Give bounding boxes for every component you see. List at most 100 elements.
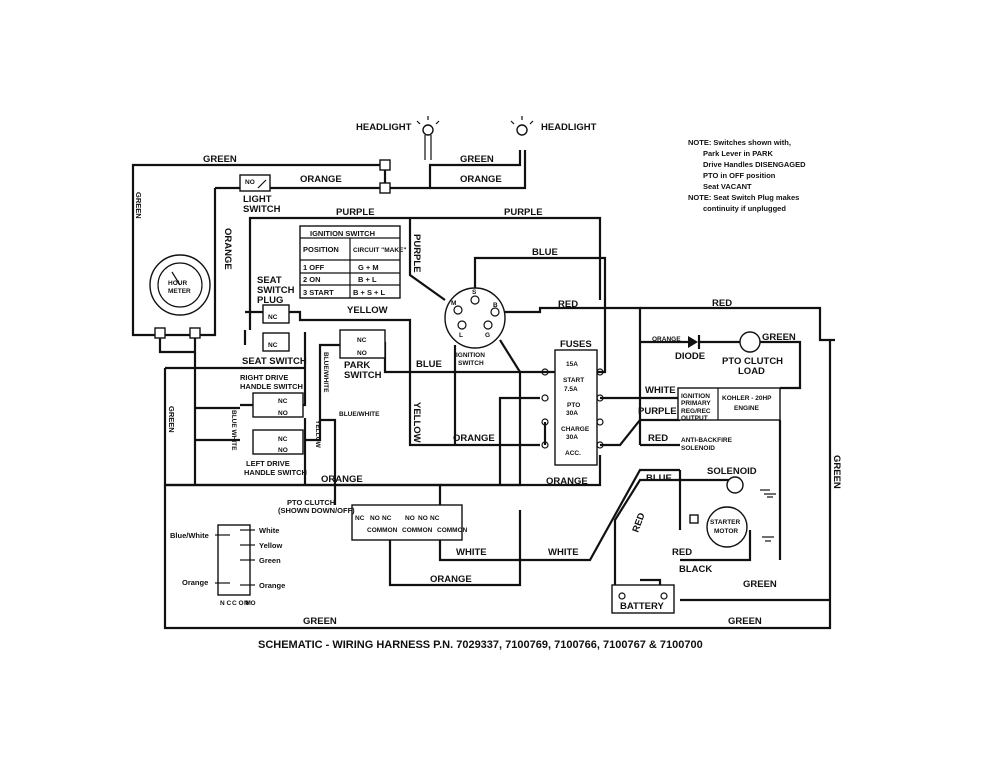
legend-bottom-1: N C xyxy=(220,600,232,607)
headlight-right: HEADLIGHT xyxy=(510,116,597,136)
headlight-left-label: HEADLIGHT xyxy=(356,122,412,133)
ignition-switch: S B L G M IGNITION SWITCH xyxy=(444,287,506,367)
ignition-table: IGNITION SWITCH POSITION CIRCUIT "MAKE" … xyxy=(299,225,406,299)
ign-terminal-g: G xyxy=(485,332,490,339)
wire-label: GREEN xyxy=(831,455,842,489)
wire-label: PURPLE xyxy=(336,207,375,218)
wire-label: PURPLE xyxy=(638,406,677,417)
note-line: continuity if unplugged xyxy=(703,204,786,213)
seat-switch: NC SEAT SWITCH xyxy=(242,332,307,367)
wire-label: GREEN xyxy=(743,579,777,590)
wire-label: ORANGE xyxy=(652,336,681,343)
battery-label: BATTERY xyxy=(620,601,664,612)
wire-label: GREEN xyxy=(303,616,337,627)
ign-terminal-m: M xyxy=(451,300,456,307)
light-switch: NO LIGHT SWITCH xyxy=(239,174,281,215)
hour-meter: HOUR METER xyxy=(149,254,211,339)
park-switch: NC NO PARK SWITCH xyxy=(339,329,386,381)
ignition-switch-label-1: IGNITION xyxy=(456,352,485,359)
park-switch-no: NO xyxy=(357,350,367,357)
legend-yellow: Yellow xyxy=(259,541,283,550)
wire-label: PURPLE xyxy=(504,207,543,218)
wire-label: ORANGE xyxy=(300,174,342,185)
seat-switch-plug-label-1: SEAT xyxy=(257,275,282,286)
legend-white: White xyxy=(259,526,279,535)
pto-contact-1: NC xyxy=(355,515,365,522)
fuse-3-rating: 30A xyxy=(566,410,578,417)
light-switch-label-2: SWITCH xyxy=(243,204,281,215)
park-switch-label-1: PARK xyxy=(344,360,370,371)
note-line: Park Lever in PARK xyxy=(703,149,773,158)
engine-name-1: KOHLER - 20HP xyxy=(722,395,772,402)
wire-label: GREEN xyxy=(134,192,143,219)
note-line: NOTE: Switches shown with, xyxy=(688,138,791,147)
ignition-table-row-1-pos: 1 OFF xyxy=(303,263,325,272)
note-line: Drive Handles DISENGAGED xyxy=(703,160,806,169)
wire-label: ORANGE xyxy=(546,476,588,487)
light-switch-label-1: LIGHT xyxy=(243,194,272,205)
ign-terminal-s: S xyxy=(472,289,477,296)
left-drive-label-1: LEFT DRIVE xyxy=(246,459,290,468)
wire-label: WHITE xyxy=(645,385,676,396)
engine-name-2: ENGINE xyxy=(734,405,760,412)
pto-legend: Blue/White Orange White Yellow Green Ora… xyxy=(170,524,285,607)
fuse-4-name: ACC. xyxy=(565,450,581,457)
right-drive-handle-switch: NC NO RIGHT DRIVE HANDLE SWITCH xyxy=(240,373,304,418)
wire-label: WHITE xyxy=(548,547,579,558)
starter-motor-label-1: STARTER xyxy=(710,519,741,526)
ignition-table-row-3-circuit: B + S + L xyxy=(353,288,386,297)
wire-label: YELLOW xyxy=(347,305,388,316)
pto-clutch-load-label-2: LOAD xyxy=(738,366,765,377)
seat-switch-plug-label-2: SWITCH xyxy=(257,285,295,296)
engine-reg-1: REG/REC xyxy=(681,408,711,415)
pto-contact-4: NO xyxy=(405,515,415,522)
schematic-caption: SCHEMATIC - WIRING HARNESS P.N. 7029337,… xyxy=(258,639,703,651)
seat-switch-plug-nc: NC xyxy=(268,314,278,321)
starter-motor-label-2: MOTOR xyxy=(714,528,738,535)
wire-label: GREEN xyxy=(728,616,762,627)
solenoid: SOLENOID xyxy=(707,466,776,498)
connector-top-2 xyxy=(379,182,391,194)
fuse-block: FUSES 15A START 7.5A PTO 30A CHARGE 30A … xyxy=(541,339,604,466)
pto-common-3: COMMON xyxy=(437,527,468,534)
engine-ign-1: IGNITION xyxy=(681,393,710,400)
wire-label: YELLOW xyxy=(411,402,422,443)
anti-backfire-1: ANTI-BACKFIRE xyxy=(681,437,733,444)
wire-label: ORANGE xyxy=(321,474,363,485)
fuse-4-rating: 30A xyxy=(566,434,578,441)
legend-orange-right: Orange xyxy=(259,581,285,590)
ign-terminal-l: L xyxy=(459,332,463,339)
pto-switch-label-2: (SHOWN DOWN/OFF) xyxy=(278,506,355,515)
pto-common-1: COMMON xyxy=(367,527,398,534)
fuse-1-rating: 15A xyxy=(566,361,578,368)
note-line: NOTE: Seat Switch Plug makes xyxy=(688,193,799,202)
park-switch-label-2: SWITCH xyxy=(344,370,382,381)
anti-backfire-2: SOLENOID xyxy=(681,445,715,452)
wire-label: BLUE/WHITE xyxy=(339,411,380,418)
seat-switch-label: SEAT SWITCH xyxy=(242,356,307,367)
engine-block: IGNITION PRIMARY REG/REC OUTPUT KOHLER -… xyxy=(677,387,781,452)
ignition-table-header-circuit: CIRCUIT "MAKE" xyxy=(353,247,406,254)
left-drive-label-2: HANDLE SWITCH xyxy=(244,468,307,477)
connector-top-1 xyxy=(379,159,391,171)
ignition-switch-label-2: SWITCH xyxy=(458,360,484,367)
wire-label: ORANGE xyxy=(453,433,495,444)
solenoid-label: SOLENOID xyxy=(707,466,757,477)
diode-label: DIODE xyxy=(675,351,705,362)
note-line: Seat VACANT xyxy=(703,182,752,191)
right-drive-label-1: RIGHT DRIVE xyxy=(240,373,288,382)
wire-label: BLUE xyxy=(416,359,442,370)
fuse-3-name: CHARGE xyxy=(561,426,590,433)
left-drive-handle-switch: NC NO LEFT DRIVE HANDLE SWITCH xyxy=(244,429,307,477)
ignition-table-row-1-circuit: G + M xyxy=(358,263,379,272)
wire-label: RED xyxy=(648,433,668,444)
fuse-2-rating: 7.5A xyxy=(564,386,578,393)
ignition-table-row-2-circuit: B + L xyxy=(358,275,377,284)
ignition-table-title: IGNITION SWITCH xyxy=(310,229,375,238)
pto-switch-label-1: PTO CLUTCH xyxy=(287,498,335,507)
seat-switch-plug-label-3: PLUG xyxy=(257,295,283,306)
wire-label: YELLOW xyxy=(314,420,321,449)
legend-green: Green xyxy=(259,556,281,565)
wire-label: BLUE xyxy=(646,473,672,484)
ign-terminal-b: B xyxy=(493,302,498,309)
